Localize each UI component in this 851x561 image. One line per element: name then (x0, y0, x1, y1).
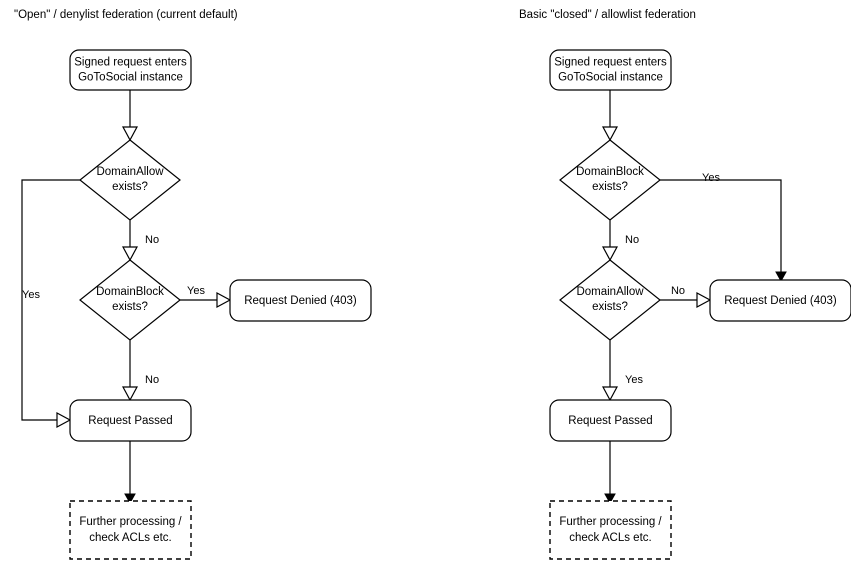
node-decision2-line1-right: DomainAllow (576, 286, 644, 298)
node-request-denied-allowlist[interactable]: Request Denied (403) (709, 279, 851, 322)
node-passed-label-right: Request Passed (568, 415, 652, 427)
node-entry-denylist[interactable]: Signed request enters GoToSocial instanc… (69, 49, 192, 91)
node-decision2-line2: exists? (112, 301, 148, 313)
node-decision1-line1: DomainAllow (96, 166, 164, 178)
node-decision-domainblock[interactable]: DomainBlock exists? (79, 259, 181, 341)
node-denied-label-right: Request Denied (403) (724, 295, 837, 307)
arrowhead-decision1-yes (56, 411, 72, 429)
node-request-passed-allowlist[interactable]: Request Passed (549, 399, 672, 442)
panel-title-allowlist: Basic "closed" / allowlist federation (519, 9, 696, 21)
node-entry-shape-right (549, 49, 672, 91)
node-passed-label: Request Passed (88, 415, 172, 427)
node-entry-line2-right: GoToSocial instance (558, 72, 663, 84)
edge-decision1-yes-right (660, 179, 782, 272)
node-passed-shape (69, 399, 192, 442)
arrowhead-decision1-no-right (601, 246, 619, 262)
node-passed-shape-right (549, 399, 672, 442)
node-decision2-shape-right (559, 259, 661, 341)
node-decision-domainallow[interactable]: DomainAllow exists? (79, 139, 181, 221)
panel-allowlist: Yes No No Yes Signed request enters GoTo… (549, 49, 851, 560)
edge-label-decision1-yes-right: Yes (702, 172, 720, 184)
node-further-processing-allowlist[interactable]: Further processing / check ACLs etc. (549, 500, 672, 560)
node-request-passed-denylist[interactable]: Request Passed (69, 399, 192, 442)
node-entry-line1-right: Signed request enters (554, 57, 667, 69)
node-decision-domainallow-allowlist[interactable]: DomainAllow exists? (559, 259, 661, 341)
node-further-line1-right: Further processing / (559, 516, 662, 528)
edge-decision1-yes (21, 179, 80, 421)
edge-label-decision1-no: No (145, 234, 159, 246)
node-further-line2: check ACLs etc. (89, 532, 171, 544)
node-entry-line2: GoToSocial instance (78, 72, 183, 84)
arrowhead-decision2-no-right (696, 291, 712, 309)
node-further-shape-right (549, 500, 672, 560)
edge-label-decision2-yes-right: Yes (625, 374, 643, 386)
node-entry-line1: Signed request enters (74, 57, 187, 69)
panel-denylist: No Yes Yes No Signed request enters GoTo… (21, 49, 372, 560)
edge-label-decision2-no: No (145, 374, 159, 386)
node-further-processing-denylist[interactable]: Further processing / check ACLs etc. (69, 500, 192, 560)
node-further-shape (69, 500, 192, 560)
node-further-line1: Further processing / (79, 516, 182, 528)
node-decision1-line1-right: DomainBlock (576, 166, 644, 178)
edge-label-decision2-no-right: No (671, 285, 685, 297)
arrowhead-decision2-no (121, 386, 139, 402)
node-further-line2-right: check ACLs etc. (569, 532, 651, 544)
node-entry-allowlist[interactable]: Signed request enters GoToSocial instanc… (549, 49, 672, 91)
node-request-denied-denylist[interactable]: Request Denied (403) (229, 279, 372, 322)
arrowhead-decision1-yes-right (775, 271, 787, 283)
node-decision1-line2: exists? (112, 181, 148, 193)
edge-label-decision1-no-right: No (625, 234, 639, 246)
node-denied-shape-right (709, 279, 851, 322)
node-decision1-line2-right: exists? (592, 181, 628, 193)
arrowhead-decision1-no (121, 246, 139, 262)
node-decision2-line1: DomainBlock (96, 286, 164, 298)
arrowhead-decision2-yes (216, 291, 232, 309)
arrowhead-entry-to-decision1-right (601, 126, 619, 142)
arrowhead-decision2-yes-right (601, 386, 619, 402)
node-decision1-shape (79, 139, 181, 221)
node-denied-shape (229, 279, 372, 322)
node-entry-shape (69, 49, 192, 91)
node-decision2-line2-right: exists? (592, 301, 628, 313)
arrowhead-entry-to-decision1 (121, 126, 139, 142)
node-decision1-shape-right (559, 139, 661, 221)
node-decision-domainblock-allowlist[interactable]: DomainBlock exists? (559, 139, 661, 221)
arrowhead-passed-to-further (124, 493, 136, 505)
node-denied-label: Request Denied (403) (244, 295, 357, 307)
arrowhead-passed-to-further-right (604, 493, 616, 505)
edge-label-decision2-yes: Yes (187, 285, 205, 297)
node-decision2-shape (79, 259, 181, 341)
edge-label-decision1-yes: Yes (22, 289, 40, 301)
panel-title-denylist: "Open" / denylist federation (current de… (14, 9, 238, 21)
